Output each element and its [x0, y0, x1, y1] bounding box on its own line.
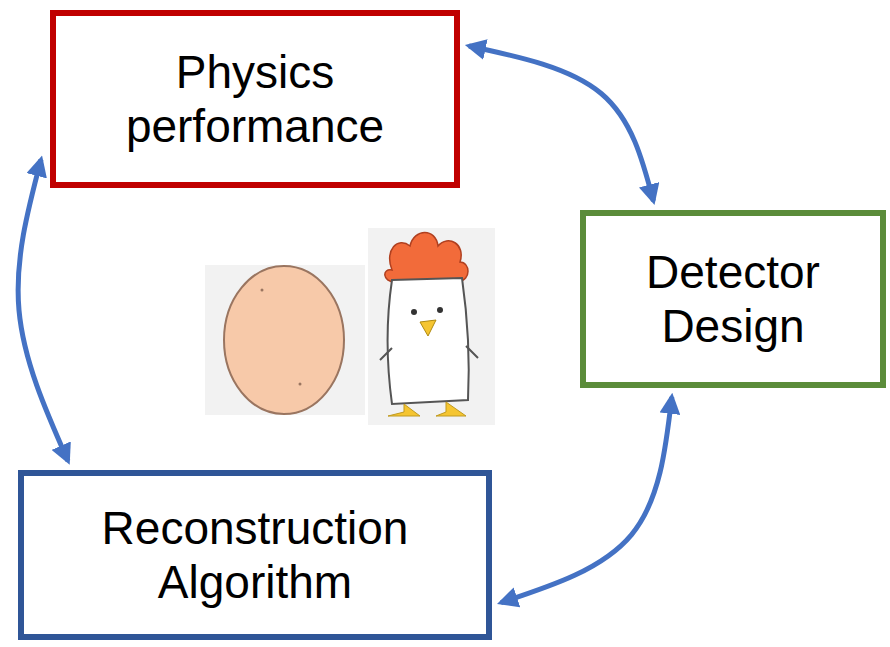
- egg: [224, 266, 344, 414]
- node-label: Physics performance: [56, 45, 454, 154]
- physics-box: Physics performance: [50, 10, 460, 188]
- chicken: [380, 233, 478, 417]
- design-box: Detector Design: [580, 210, 886, 388]
- double-arrow: [469, 46, 653, 201]
- egg-speck: [261, 289, 264, 292]
- node-label: Reconstruction Algorithm: [24, 501, 486, 610]
- egg-speck: [299, 383, 302, 386]
- double-arrow: [501, 397, 672, 603]
- algorithm-box: Reconstruction Algorithm: [18, 470, 492, 640]
- chicken-background: [368, 228, 495, 425]
- node-label: Detector Design: [586, 245, 880, 354]
- double-arrow: [18, 160, 68, 461]
- egg-background: [205, 265, 365, 415]
